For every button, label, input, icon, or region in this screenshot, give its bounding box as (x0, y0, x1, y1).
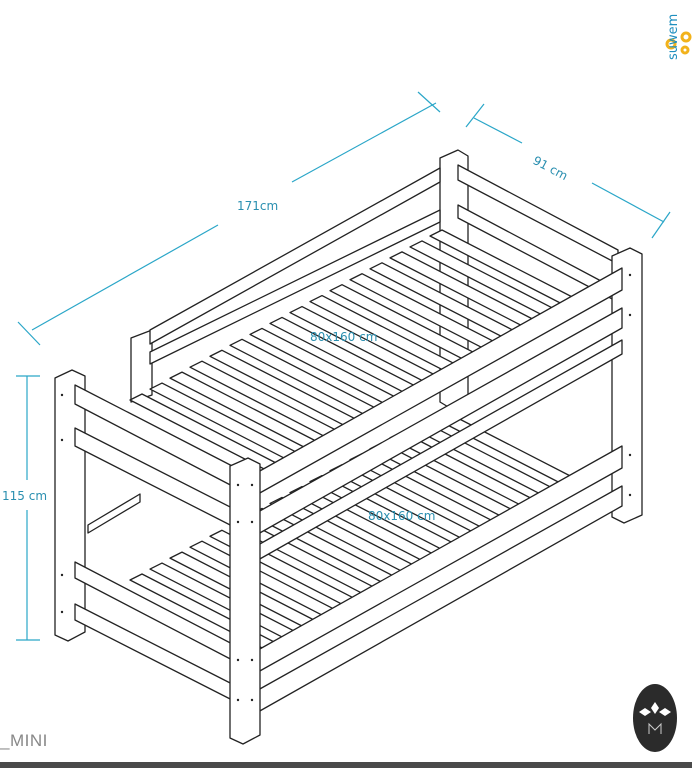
front-left-post (54, 369, 86, 642)
bolt-holes (60, 273, 632, 702)
height-label: 115 cm (2, 489, 47, 503)
model-label: _MINI (0, 731, 48, 750)
front-middle-post (229, 457, 261, 745)
bottom-bar (0, 762, 692, 768)
upper-mattress-label: 80x160 cm (310, 330, 377, 344)
height-dimension: 115 cm (2, 375, 47, 641)
length-label: 171cm (237, 199, 278, 213)
back-left-headboard (130, 329, 153, 403)
length-dimension: 171cm (17, 91, 441, 346)
back-guard-rail (149, 209, 441, 365)
brand-name: suwem (666, 13, 681, 60)
diamond-m-emblem-icon (633, 684, 677, 752)
width-label: 91 cm (531, 153, 571, 183)
back-upper-rail (149, 167, 441, 345)
upper-slats (129, 229, 583, 473)
width-dimension: 91 cm (465, 103, 671, 239)
suwem-logo-icon (665, 31, 692, 55)
bed-frame (54, 149, 643, 745)
lower-mattress-label: 80x160 cm (368, 509, 435, 523)
ladder-rung (87, 493, 141, 534)
